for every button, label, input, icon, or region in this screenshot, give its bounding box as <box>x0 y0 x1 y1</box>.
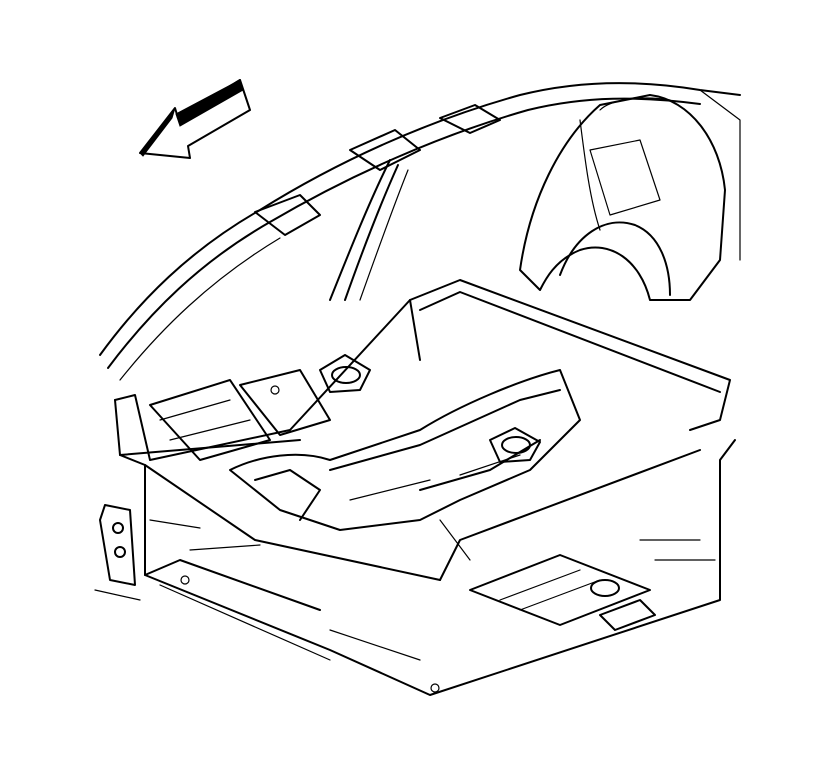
front-left-floor-pan <box>149 369 331 461</box>
floor-details <box>149 385 716 693</box>
a-pillar <box>329 159 409 301</box>
seat-mount-rear <box>489 427 541 463</box>
floor-carpet <box>114 299 736 696</box>
center-tunnel <box>229 369 581 531</box>
left-rocker-sill <box>94 504 141 601</box>
rear-wheel-housing <box>519 89 741 301</box>
roof-frame-outline <box>99 82 741 381</box>
front-right-floor-pan <box>469 554 656 631</box>
rear-panel <box>409 279 731 431</box>
front-direction-arrow-icon <box>139 79 251 159</box>
seat-mount-front <box>319 354 371 393</box>
